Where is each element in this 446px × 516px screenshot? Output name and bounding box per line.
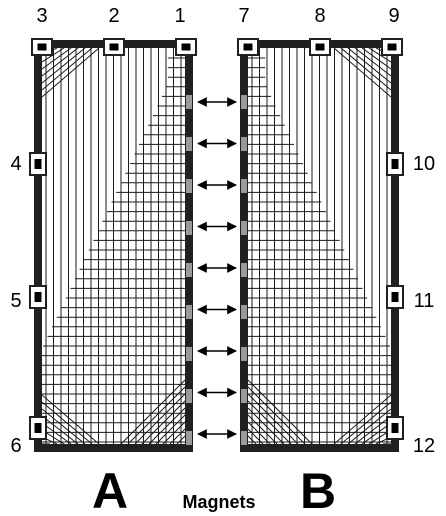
panel-b-magnet-strip xyxy=(241,95,247,445)
grid-line-diagonal xyxy=(120,379,185,444)
grid-line-diagonal xyxy=(42,48,72,70)
grid-line-diagonal xyxy=(42,408,86,444)
corner-number-6: 6 xyxy=(10,435,21,457)
clip-core xyxy=(243,43,253,51)
grid-line-diagonal xyxy=(361,48,391,70)
magnet-segment xyxy=(241,95,247,109)
grid-line-diagonal xyxy=(248,414,278,444)
grid-line-diagonal xyxy=(347,48,391,84)
clip-core xyxy=(109,43,119,51)
grid-line-diagonal xyxy=(248,386,306,444)
clip-core xyxy=(181,43,191,51)
clip-core xyxy=(391,159,399,169)
panel-b-label: B xyxy=(300,463,336,516)
grid-line-diagonal xyxy=(42,48,79,77)
panel-b-grid xyxy=(248,48,391,444)
grid-line-diagonal xyxy=(347,408,391,444)
grid-line-diagonal xyxy=(340,48,391,91)
magnet-segment xyxy=(186,305,192,319)
grid-line-diagonal xyxy=(42,48,86,84)
panel-a-label: A xyxy=(92,463,128,516)
grid-line-diagonal xyxy=(248,379,313,444)
magnet-segment xyxy=(186,95,192,109)
magnet-segment xyxy=(241,347,247,361)
grid-line-diagonal xyxy=(333,48,391,98)
grid-line-diagonal xyxy=(134,393,185,444)
corner-number-11: 11 xyxy=(414,290,435,312)
grid-line-diagonal xyxy=(354,48,391,77)
panel-b xyxy=(240,40,399,452)
magnet-segment xyxy=(241,179,247,193)
grid-line-diagonal xyxy=(368,48,391,63)
grid-line-diagonal xyxy=(248,428,264,444)
grid-line-diagonal xyxy=(248,435,257,444)
corner-number-9: 9 xyxy=(388,5,399,27)
corner-number-12: 12 xyxy=(413,435,435,457)
magnet-segment xyxy=(186,431,192,445)
magnet-segment xyxy=(241,137,247,151)
clip-core xyxy=(34,423,42,433)
magnets-caption: Magnets xyxy=(182,492,255,512)
grid-line-diagonal xyxy=(42,48,100,98)
clip-core xyxy=(391,292,399,302)
clip-core xyxy=(387,43,397,51)
grid-line-diagonal xyxy=(248,400,292,444)
grid-line-diagonal xyxy=(248,393,299,444)
grid-line-diagonal xyxy=(176,435,185,444)
grid-line-diagonal xyxy=(148,407,185,444)
grid-line-diagonal xyxy=(127,386,185,444)
attachment-clips xyxy=(29,38,404,440)
corner-number-1: 1 xyxy=(174,5,185,27)
grid-line-diagonal xyxy=(333,394,391,444)
grid-line-diagonal xyxy=(42,394,100,444)
grid-line-diagonal xyxy=(155,414,185,444)
magnet-segment xyxy=(241,263,247,277)
magnet-segment xyxy=(241,305,247,319)
panel-a xyxy=(34,40,193,452)
grid-line-diagonal xyxy=(248,421,271,444)
magnet-segment xyxy=(186,179,192,193)
corner-number-5: 5 xyxy=(10,290,21,312)
grid-line-diagonal xyxy=(340,401,391,444)
panel-a-grid xyxy=(42,48,185,444)
clip-core xyxy=(391,423,399,433)
corner-number-7: 7 xyxy=(238,5,249,27)
magnet-segment xyxy=(186,137,192,151)
clip-core xyxy=(315,43,325,51)
magnet-segment xyxy=(186,347,192,361)
corner-number-4: 4 xyxy=(10,153,21,175)
grid-line-diagonal xyxy=(42,48,93,91)
clip-core xyxy=(37,43,47,51)
grid-line-diagonal xyxy=(162,421,185,444)
magnet-arrows xyxy=(197,97,237,439)
magnet-segment xyxy=(241,221,247,235)
corner-number-3: 3 xyxy=(36,5,47,27)
panel-a-magnet-strip xyxy=(186,95,192,445)
clip-core xyxy=(34,159,42,169)
corner-number-8: 8 xyxy=(314,5,325,27)
corner-number-labels: 1 2 3 4 5 6 7 8 9 10 11 12 xyxy=(10,5,435,457)
corner-number-2: 2 xyxy=(108,5,119,27)
grid-line-diagonal xyxy=(141,400,185,444)
grid-line-diagonal xyxy=(42,401,93,444)
magnet-segment xyxy=(186,263,192,277)
grid-line-diagonal xyxy=(169,428,185,444)
magnet-segment xyxy=(186,389,192,403)
grid-line-diagonal xyxy=(248,407,285,444)
grid-line-diagonal xyxy=(42,415,79,444)
clip-core xyxy=(34,292,42,302)
corner-number-10: 10 xyxy=(413,153,435,175)
grid-line-diagonal xyxy=(354,415,391,444)
magnet-segment xyxy=(241,389,247,403)
magnet-segment xyxy=(186,221,192,235)
magnet-segment xyxy=(241,431,247,445)
